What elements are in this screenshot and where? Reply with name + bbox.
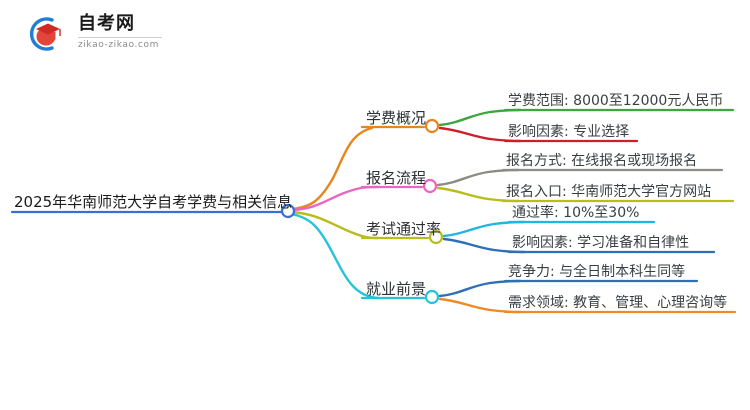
logo-title: 自考网	[78, 13, 135, 34]
mindmap-leaf-node-1-2[interactable]: 影响因素: 专业选择	[506, 124, 631, 141]
branch-3-label: 考试通过率	[366, 220, 442, 238]
mindmap-root-node[interactable]: 2025年华南师范大学自考学费与相关信息	[12, 193, 294, 212]
mindmap-leaf-node-2-1[interactable]: 报名方式: 在线报名或现场报名	[504, 153, 699, 170]
leaf-2-2-label: 报名入口: 华南师范大学官方网站	[506, 184, 712, 200]
logo-divider	[78, 37, 162, 38]
branch-4-label: 就业前景	[366, 280, 427, 298]
branch-1-label: 学费概况	[366, 109, 427, 127]
link-branch-4-leaf-1	[438, 279, 522, 298]
branch-2-node-circle	[422, 178, 438, 194]
mindmap-leaf-node-3-1[interactable]: 通过率: 10%至30%	[510, 205, 641, 222]
mindmap-branch-node-1[interactable]: 学费概况	[364, 109, 428, 128]
root-label: 2025年华南师范大学自考学费与相关信息	[14, 193, 293, 211]
link-root-branch-1	[290, 126, 374, 211]
mindmap-leaf-node-4-2[interactable]: 需求领域: 教育、管理、心理咨询等	[506, 295, 729, 312]
root-node-circle	[280, 203, 296, 219]
link-branch-1-leaf-1	[438, 108, 522, 127]
leaf-1-2-label: 影响因素: 专业选择	[508, 124, 630, 140]
leaf-2-1-label: 报名方式: 在线报名或现场报名	[506, 153, 698, 169]
link-branch-2-leaf-1	[436, 168, 520, 187]
branch-1-node-circle	[424, 118, 440, 134]
mindmap-leaf-node-2-2[interactable]: 报名入口: 华南师范大学官方网站	[504, 184, 713, 201]
mindmap-leaf-node-1-1[interactable]: 学费范围: 8000至12000元人民币	[506, 93, 725, 110]
mindmap-leaf-node-4-1[interactable]: 竞争力: 与全日制本科生同等	[506, 264, 687, 281]
site-logo: 自考网 zikao-zikao.com	[22, 10, 162, 58]
mindmap-leaf-node-3-2[interactable]: 影响因素: 学习准备和自律性	[510, 235, 691, 252]
branch-4-node-circle	[424, 289, 440, 305]
logo-domain: zikao-zikao.com	[78, 40, 159, 50]
link-branch-3-leaf-1	[442, 220, 526, 238]
mindmap-branch-node-3[interactable]: 考试通过率	[364, 220, 443, 239]
leaf-4-2-label: 需求领域: 教育、管理、心理咨询等	[508, 295, 728, 311]
branch-2-label: 报名流程	[366, 169, 427, 187]
branch-3-node-circle	[428, 229, 444, 245]
leaf-1-1-label: 学费范围: 8000至12000元人民币	[508, 93, 724, 109]
link-root-branch-4	[290, 212, 380, 300]
graduation-cap-logo-icon	[22, 14, 70, 54]
mindmap-branch-node-2[interactable]: 报名流程	[364, 169, 428, 188]
leaf-3-1-label: 通过率: 10%至30%	[512, 205, 640, 221]
leaf-3-2-label: 影响因素: 学习准备和自律性	[512, 235, 690, 251]
mindmap-branch-node-4[interactable]: 就业前景	[364, 280, 428, 299]
leaf-4-1-label: 竞争力: 与全日制本科生同等	[508, 264, 686, 280]
